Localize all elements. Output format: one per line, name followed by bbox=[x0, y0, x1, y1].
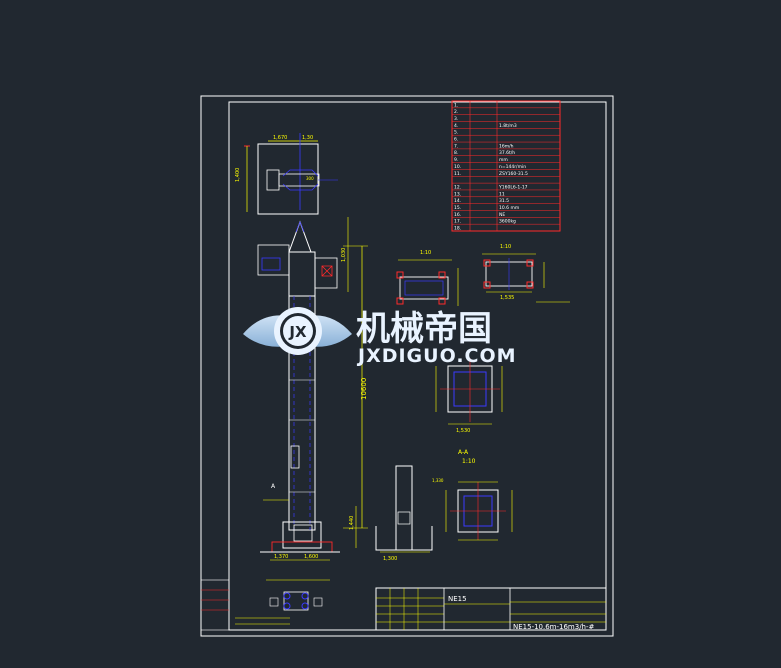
spec-table-rows: 1.2.3.4. 1.8t/m3 5.6.7. 16m/h 8. 37.6t/h 9. mm 1… bbox=[452, 102, 560, 232]
outer-border bbox=[200, 95, 614, 637]
spec-cell-no: 4. bbox=[454, 123, 458, 129]
spec-cell-value: NE bbox=[499, 212, 505, 218]
boot-side-view: 1,300 bbox=[375, 465, 433, 562]
spec-cell-value: 16m/h bbox=[499, 143, 514, 149]
watermark-emblem-letters: JX bbox=[288, 323, 307, 341]
spec-cell-no: 16. bbox=[454, 212, 461, 218]
detail-view-left: 1:10 bbox=[396, 250, 459, 306]
spec-table: 1.2.3.4. 1.8t/m3 5.6.7. 16m/h 8. 37.6t/h 9. mm 1… bbox=[451, 100, 561, 232]
spec-cell-value: n=144r/min bbox=[499, 164, 526, 170]
detail-right-scale: 1:10 bbox=[500, 244, 511, 250]
spec-cell-no: 10. bbox=[454, 164, 461, 170]
spec-cell-no: 13. bbox=[454, 191, 461, 197]
elevator-head bbox=[288, 251, 316, 297]
elevator-elevation: A 10600 1,030 1,440 1,370 1,600 bbox=[257, 217, 368, 561]
spec-cell-no: 9. bbox=[454, 157, 458, 163]
casing-section: 1,530 bbox=[435, 358, 503, 434]
section-a-a-label: A-A bbox=[458, 449, 469, 456]
dim-elevator-height: 10600 bbox=[360, 378, 368, 400]
title-block: NE15 NE15-10.6m-16m3/h-# bbox=[200, 579, 607, 631]
dim-detail-right: 1,535 bbox=[500, 295, 514, 301]
elevator-boot bbox=[282, 521, 322, 549]
spec-cell-value: Y160L6-1-17 bbox=[498, 184, 528, 190]
head-top-view: 1,400 1,670 1,30 300 bbox=[235, 133, 338, 215]
inspection-door bbox=[290, 445, 300, 469]
spec-cell-no: 11. bbox=[454, 171, 461, 177]
dim-head-top: 1,030 bbox=[341, 248, 347, 262]
section-a-a-scale: 1:10 bbox=[462, 458, 476, 465]
dim-shaft: 300 bbox=[306, 176, 314, 181]
spec-cell-no: 17. bbox=[454, 219, 461, 225]
title-drawing-number: NE15-10.6m-16m3/h-# bbox=[513, 623, 595, 631]
detail-view-right: 1:10 1,535 bbox=[482, 244, 570, 303]
spec-cell-value: 1.8t/m3 bbox=[499, 123, 517, 129]
dim-boot: 1,440 bbox=[349, 516, 355, 530]
spec-cell-value: 10.6 mm bbox=[499, 205, 519, 211]
dim-head-height: 1,400 bbox=[235, 168, 241, 182]
dim-casing-width: 1,530 bbox=[456, 428, 470, 434]
title-model: NE15 bbox=[448, 595, 467, 603]
head-view-box bbox=[257, 143, 319, 215]
spec-cell-value: mm bbox=[499, 158, 508, 163]
watermark-url: JXDIGUO.COM bbox=[356, 345, 517, 367]
dim-head-width-a: 1,670 bbox=[273, 135, 287, 141]
section-a-a: A-A 1:10 1,330 bbox=[432, 449, 513, 541]
spec-cell-no: 7. bbox=[454, 143, 458, 149]
spec-cell-no: 18. bbox=[454, 226, 461, 232]
spec-cell-no: 5. bbox=[454, 130, 458, 136]
spec-cell-no: 3. bbox=[454, 116, 458, 122]
spec-table-frame bbox=[451, 100, 561, 232]
elevator-casing bbox=[288, 295, 316, 531]
dim-boot-side: 1,300 bbox=[383, 556, 397, 562]
watermark-emblem: JX bbox=[243, 307, 352, 355]
foundation-plan bbox=[235, 579, 330, 625]
spec-cell-no: 12. bbox=[454, 184, 461, 190]
dim-head-width-b: 1,30 bbox=[302, 135, 313, 141]
spec-cell-no: 1. bbox=[454, 102, 458, 108]
spec-cell-value: 37.6t/h bbox=[499, 150, 515, 156]
spec-cell-value: ZSY160-31.5 bbox=[499, 171, 528, 177]
spec-cell-value: 31.5 bbox=[499, 198, 509, 204]
watermark-cn-text: 机械帝国 bbox=[356, 309, 492, 349]
dim-base-a: 1,370 bbox=[274, 554, 288, 560]
spec-cell-value: 3600kg bbox=[499, 219, 516, 225]
watermark: JX 机械帝国 JXDIGUO.COM bbox=[243, 307, 517, 367]
spec-cell-no: 6. bbox=[454, 137, 458, 143]
dim-section-a: 1,330 bbox=[432, 478, 444, 483]
dim-base-b: 1,600 bbox=[304, 554, 318, 560]
label-feed: A bbox=[271, 483, 276, 490]
spec-cell-no: 8. bbox=[454, 150, 458, 156]
elevator-head-hood bbox=[288, 220, 312, 253]
spec-cell-value: 11 bbox=[499, 191, 505, 197]
spec-cell-no: 14. bbox=[454, 198, 461, 204]
spec-cell-no: 15. bbox=[454, 205, 461, 211]
detail-left-scale: 1:10 bbox=[420, 250, 431, 256]
spec-cell-no: 2. bbox=[454, 109, 458, 115]
